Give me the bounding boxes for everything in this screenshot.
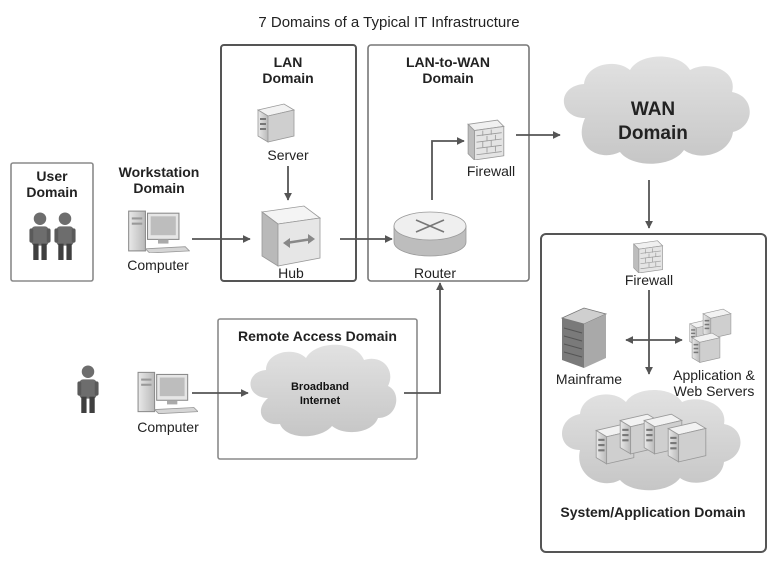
lan-to-wan-domain-box — [367, 44, 530, 282]
app-servers-label: Application & Web Servers — [673, 367, 755, 399]
system-server-icon — [667, 421, 707, 463]
wan-cloud-icon — [563, 56, 750, 164]
remote-computer-label: Computer — [137, 419, 199, 435]
broadband-cloud-icon — [250, 344, 397, 437]
server-icon — [257, 103, 295, 143]
mainframe-label: Mainframe — [555, 371, 623, 387]
lan-domain-box — [220, 44, 357, 282]
lan-domain-label: LAN Domain — [262, 54, 314, 86]
wan-domain-label: WAN Domain — [618, 99, 688, 144]
system-application-domain-label: System/Application Domain — [560, 504, 746, 520]
system-firewall-label: Firewall — [624, 272, 674, 288]
arrow-router-to-firewall — [431, 137, 465, 200]
router-label: Router — [413, 265, 457, 281]
user-domain-label: User Domain — [26, 168, 78, 200]
arrow-broadband-to-router — [404, 282, 444, 394]
hub-label: Hub — [278, 265, 304, 281]
workstation-domain-label: Workstation Domain — [118, 164, 200, 196]
system-application-domain-box — [540, 233, 767, 553]
router-icon — [393, 211, 467, 257]
remote-computer-icon — [137, 371, 198, 414]
broadband-internet-label: Broadband Internet — [290, 381, 350, 407]
workstation-computer-icon — [128, 210, 190, 253]
remote-access-domain-box — [217, 318, 418, 460]
user-icon — [54, 212, 76, 260]
workstation-computer-label: Computer — [127, 257, 189, 273]
lan-wan-firewall-label: Firewall — [466, 163, 516, 179]
user-domain-box — [10, 162, 94, 282]
lan-to-wan-domain-label: LAN-to-WAN Domain — [406, 54, 490, 86]
server-label: Server — [267, 147, 309, 163]
mainframe-icon — [560, 307, 608, 368]
diagram-title: 7 Domains of a Typical IT Infrastructure — [258, 14, 520, 31]
lan-wan-firewall-icon — [467, 119, 505, 160]
remote-access-domain-label: Remote Access Domain — [238, 328, 397, 344]
hub-icon — [260, 205, 322, 267]
user-icon — [29, 212, 51, 260]
remote-user-icon — [77, 365, 99, 413]
system-firewall-icon — [633, 240, 663, 273]
app-server-icon — [691, 332, 721, 363]
